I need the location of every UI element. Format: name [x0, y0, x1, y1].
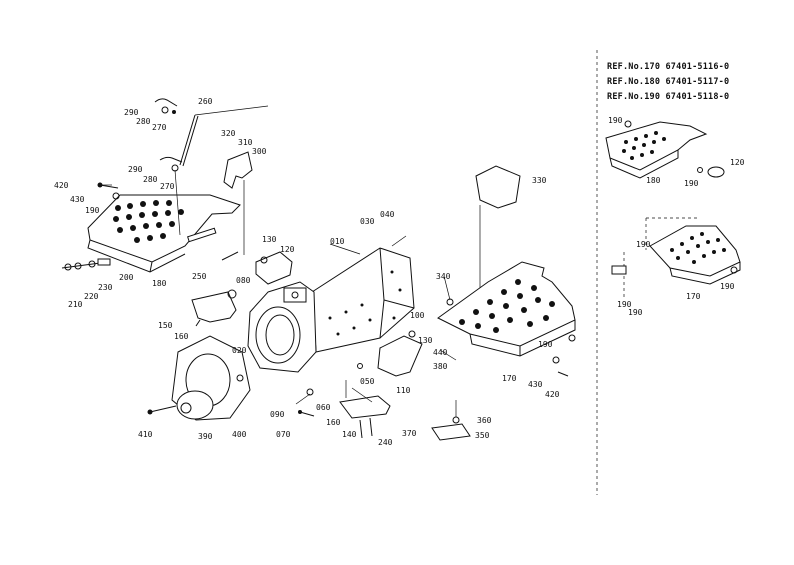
switch-120 [255, 251, 293, 285]
label-410: 410 [138, 430, 153, 439]
label-080: 080 [236, 276, 251, 285]
label-140: 140 [342, 430, 357, 439]
label-150: 150 [158, 321, 173, 330]
label-020: 020 [232, 346, 247, 355]
label-360: 360 [477, 416, 492, 425]
label-330: 330 [532, 176, 547, 185]
label-110: 110 [396, 386, 411, 395]
label-120b: 120 [730, 158, 745, 167]
label-050: 050 [360, 377, 375, 386]
label-310: 310 [238, 138, 253, 147]
label-030: 030 [360, 217, 375, 226]
bracket-350 [431, 400, 471, 441]
label-180: 180 [152, 279, 167, 288]
label-190: 190 [85, 206, 100, 215]
label-380: 380 [433, 362, 448, 371]
label-250: 250 [192, 272, 207, 281]
bracket-140 [298, 363, 391, 439]
label-200: 200 [119, 273, 134, 282]
label-190h: 190 [636, 240, 651, 249]
cover-330 [475, 165, 521, 290]
ref-line-190: REF.No.190 67401-5118-0 [607, 92, 730, 102]
label-230: 230 [98, 283, 113, 292]
label-060: 060 [316, 403, 331, 412]
label-270: 270 [152, 123, 167, 132]
right-step-plate [437, 261, 576, 377]
label-240: 240 [378, 438, 393, 447]
label-190g: 190 [628, 308, 643, 317]
label-070: 070 [276, 430, 291, 439]
label-190c: 190 [608, 116, 623, 125]
label-090: 090 [270, 410, 285, 419]
inset-plate-170 [611, 217, 741, 300]
label-320: 320 [221, 129, 236, 138]
label-100: 100 [410, 311, 425, 320]
label-120: 120 [280, 245, 295, 254]
label-190f: 190 [617, 300, 632, 309]
ref-line-180: REF.No.180 67401-5117-0 [607, 77, 730, 87]
label-300: 300 [252, 147, 267, 156]
leader-lines [102, 105, 457, 405]
label-160b: 160 [326, 418, 341, 427]
label-220: 220 [84, 292, 99, 301]
label-420: 420 [54, 181, 69, 190]
label-350: 350 [475, 431, 490, 440]
label-430: 430 [70, 195, 85, 204]
label-290: 290 [124, 108, 139, 117]
label-180b: 180 [646, 176, 661, 185]
label-210: 210 [68, 300, 83, 309]
label-370: 370 [402, 429, 417, 438]
bracket-300 [223, 151, 253, 255]
label-190e: 190 [720, 282, 735, 291]
bracket-150 [191, 289, 237, 327]
label-390: 390 [198, 432, 213, 441]
front-cover [147, 335, 251, 421]
label-190d: 190 [684, 179, 699, 188]
ref-line-170: REF.No.170 67401-5116-0 [607, 62, 730, 72]
label-010: 010 [330, 237, 345, 246]
label-340: 340 [436, 272, 451, 281]
label-190b: 190 [538, 340, 553, 349]
label-270b: 270 [160, 182, 175, 191]
label-130: 130 [262, 235, 277, 244]
left-fasteners [61, 98, 239, 271]
label-170: 170 [502, 374, 517, 383]
label-430b: 430 [528, 380, 543, 389]
label-040: 040 [380, 210, 395, 219]
label-160: 160 [174, 332, 189, 341]
label-260: 260 [198, 97, 213, 106]
label-280b: 280 [143, 175, 158, 184]
inset-plate-180 [605, 120, 725, 179]
label-400: 400 [232, 430, 247, 439]
transmission-housing [247, 247, 415, 373]
label-420b: 420 [545, 390, 560, 399]
label-170b: 170 [686, 292, 701, 301]
bracket-110 [377, 330, 423, 377]
label-130b: 130 [418, 336, 433, 345]
left-step-plate [87, 194, 241, 273]
label-280: 280 [136, 117, 151, 126]
label-440: 440 [433, 348, 448, 357]
label-290b: 290 [128, 165, 143, 174]
